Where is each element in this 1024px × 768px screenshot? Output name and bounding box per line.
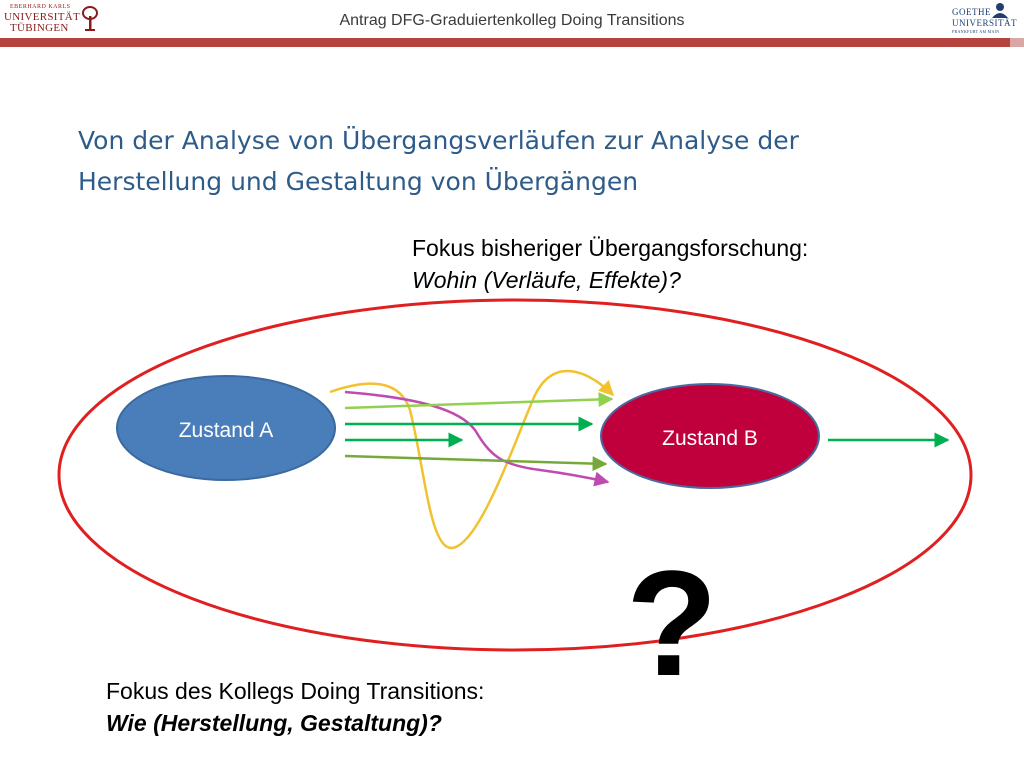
logo-goethe-line2: UNIVERSITÄT: [952, 18, 1017, 28]
state-b-node: Zustand B: [600, 383, 820, 489]
logo-tuebingen-line3: TÜBINGEN: [10, 22, 69, 34]
logo-goethe: GOETHE UNIVERSITÄT FRANKFURT AM MAIN: [950, 2, 1020, 36]
slide-title: Von der Analyse von Übergangsverläufen z…: [78, 120, 958, 202]
logo-goethe-line3: FRANKFURT AM MAIN: [952, 29, 1000, 34]
olive-arrow: [344, 454, 608, 472]
palm-tree-icon: [82, 6, 98, 31]
focus-doing-heading: Fokus des Kollegs Doing Transitions:: [106, 678, 485, 704]
slide-title-line1: Von der Analyse von Übergangsverläufen z…: [78, 126, 799, 155]
focus-previous-heading: Fokus bisheriger Übergangsforschung:: [412, 235, 809, 261]
slide-title-line2: Herstellung und Gestaltung von Übergänge…: [78, 167, 639, 196]
header-divider-bar: [0, 38, 1024, 47]
magenta-curve-arrow: [344, 390, 610, 487]
focus-doing-transitions: Fokus des Kollegs Doing Transitions: Wie…: [106, 675, 484, 739]
header-title: Antrag DFG-Graduiertenkolleg Doing Trans…: [339, 12, 685, 29]
goethe-bust-icon: [992, 3, 1008, 18]
state-a-label: Zustand A: [179, 419, 274, 442]
question-mark: ?: [626, 539, 718, 707]
logo-tuebingen: EBERHARD KARLS UNIVERSITÄT TÜBINGEN: [4, 2, 104, 36]
outer-ellipse: [57, 298, 973, 652]
focus-previous-question: Wohin (Verläufe, Effekte)?: [412, 267, 681, 293]
light-green-arrow: [344, 391, 614, 410]
header-divider-cap: [1010, 38, 1024, 47]
focus-doing-question: Wie (Herstellung, Gestaltung)?: [106, 710, 442, 736]
state-b-label: Zustand B: [662, 427, 758, 450]
logo-tuebingen-line1: EBERHARD KARLS: [10, 4, 71, 10]
focus-previous-research: Fokus bisheriger Übergangsforschung: Woh…: [412, 232, 808, 296]
yellow-curve-arrow: [329, 369, 615, 550]
state-a-node: Zustand A: [116, 375, 336, 481]
logo-goethe-line1: GOETHE: [952, 7, 991, 17]
logo-tuebingen-line2: UNIVERSITÄT: [4, 11, 81, 23]
